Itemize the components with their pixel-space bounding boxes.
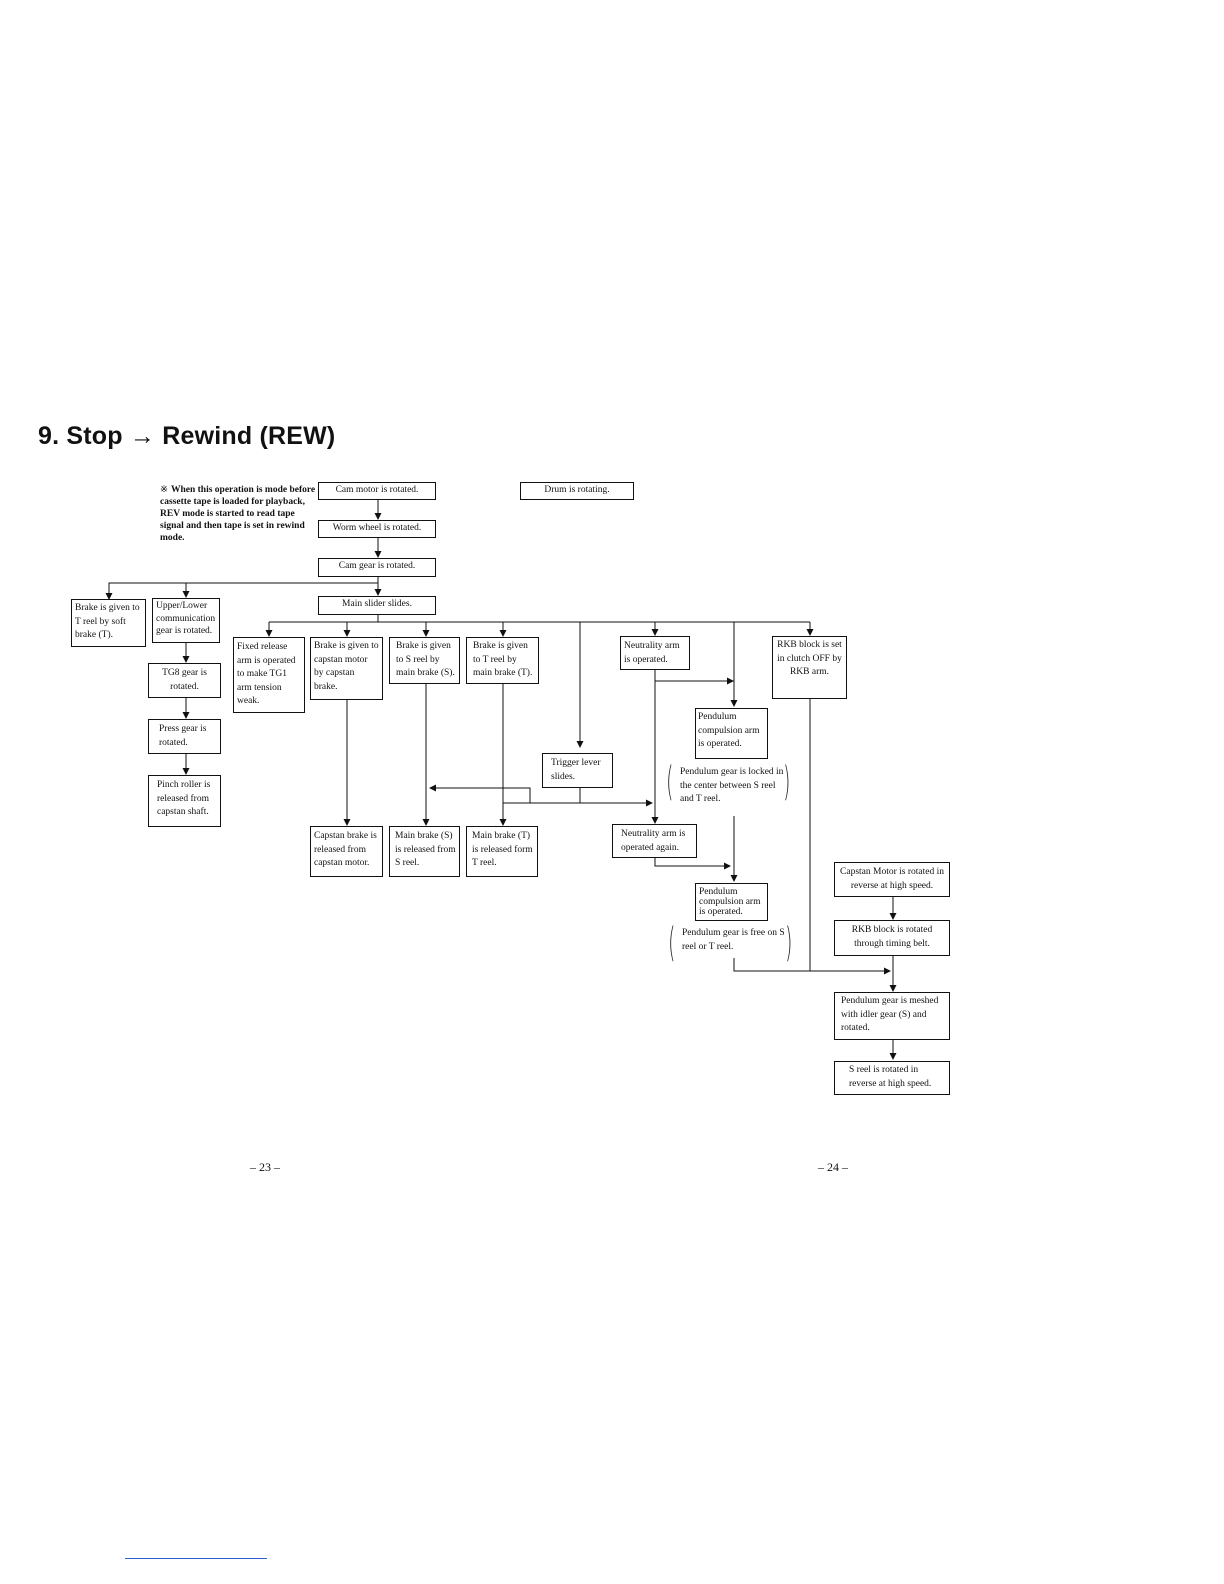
box-neutrality-arm: Neutrality arm is operated. bbox=[620, 636, 690, 670]
box-main-slider: Main slider slides. bbox=[318, 596, 436, 615]
box-cam-gear: Cam gear is rotated. bbox=[318, 558, 436, 577]
box-worm-wheel: Worm wheel is rotated. bbox=[318, 520, 436, 538]
note-text: When this operation is mode before casse… bbox=[160, 485, 316, 543]
box-neutrality-again: Neutrality arm is operated again. bbox=[612, 824, 697, 858]
page-number-left: – 23 – bbox=[250, 1160, 280, 1174]
paren-open-1: ( bbox=[666, 759, 674, 805]
paren-open-2: ( bbox=[668, 920, 676, 966]
box-drum-rotating: Drum is rotating. bbox=[520, 482, 634, 500]
box-brake-s-reel: Brake is given to S reel by main brake (… bbox=[389, 637, 460, 684]
box-pendulum-arm-2: Pendulum compulsion arm is operated. bbox=[695, 883, 768, 921]
box-capstan-reverse: Capstan Motor is rotated in reverse at h… bbox=[834, 862, 950, 897]
note-pendulum-locked: Pendulum gear is locked in the center be… bbox=[680, 767, 784, 804]
page-title: 9. Stop → Rewind (REW) bbox=[38, 422, 336, 450]
box-main-brake-s-released: Main brake (S) is released from S reel. bbox=[389, 826, 460, 877]
box-upper-lower-gear: Upper/Lower communication gear is rotate… bbox=[152, 598, 220, 643]
box-pendulum-arm-1: Pendulum compulsion arm is operated. bbox=[695, 708, 768, 759]
box-brake-capstan: Brake is given to capstan motor by capst… bbox=[310, 637, 383, 700]
box-pinch-roller: Pinch roller is released from capstan sh… bbox=[148, 775, 221, 827]
box-brake-t-reel: Brake is given to T reel by main brake (… bbox=[466, 637, 539, 684]
box-tg8-gear: TG8 gear is rotated. bbox=[148, 663, 221, 698]
box-cam-motor: Cam motor is rotated. bbox=[318, 482, 436, 500]
note-symbol: ※ bbox=[160, 485, 168, 495]
box-fixed-release-arm: Fixed release arm is operated to make TG… bbox=[233, 637, 305, 713]
box-trigger-lever: Trigger lever slides. bbox=[542, 753, 613, 788]
bottom-rule bbox=[125, 1558, 267, 1559]
box-rkb-block-clutch: RKB block is set in clutch OFF by RKB ar… bbox=[772, 636, 847, 699]
paren-close-1: ) bbox=[783, 759, 791, 805]
box-pendulum-meshed: Pendulum gear is meshed with idler gear … bbox=[834, 992, 950, 1040]
operation-note: ※When this operation is mode before cass… bbox=[160, 484, 318, 544]
paren-close-2: ) bbox=[785, 920, 793, 966]
box-brake-soft: Brake is given to T reel by soft brake (… bbox=[71, 599, 146, 647]
box-main-brake-t-released: Main brake (T) is released form T reel. bbox=[466, 826, 538, 877]
box-s-reel-reverse: S reel is rotated in reverse at high spe… bbox=[834, 1061, 950, 1095]
box-rkb-rotated: RKB block is rotated through timing belt… bbox=[834, 920, 950, 956]
note-pendulum-free: Pendulum gear is free on S reel or T ree… bbox=[682, 928, 785, 952]
box-press-gear: Press gear is rotated. bbox=[148, 719, 221, 754]
box-capstan-brake-released: Capstan brake is released from capstan m… bbox=[310, 826, 383, 877]
page-number-right: – 24 – bbox=[818, 1160, 848, 1174]
